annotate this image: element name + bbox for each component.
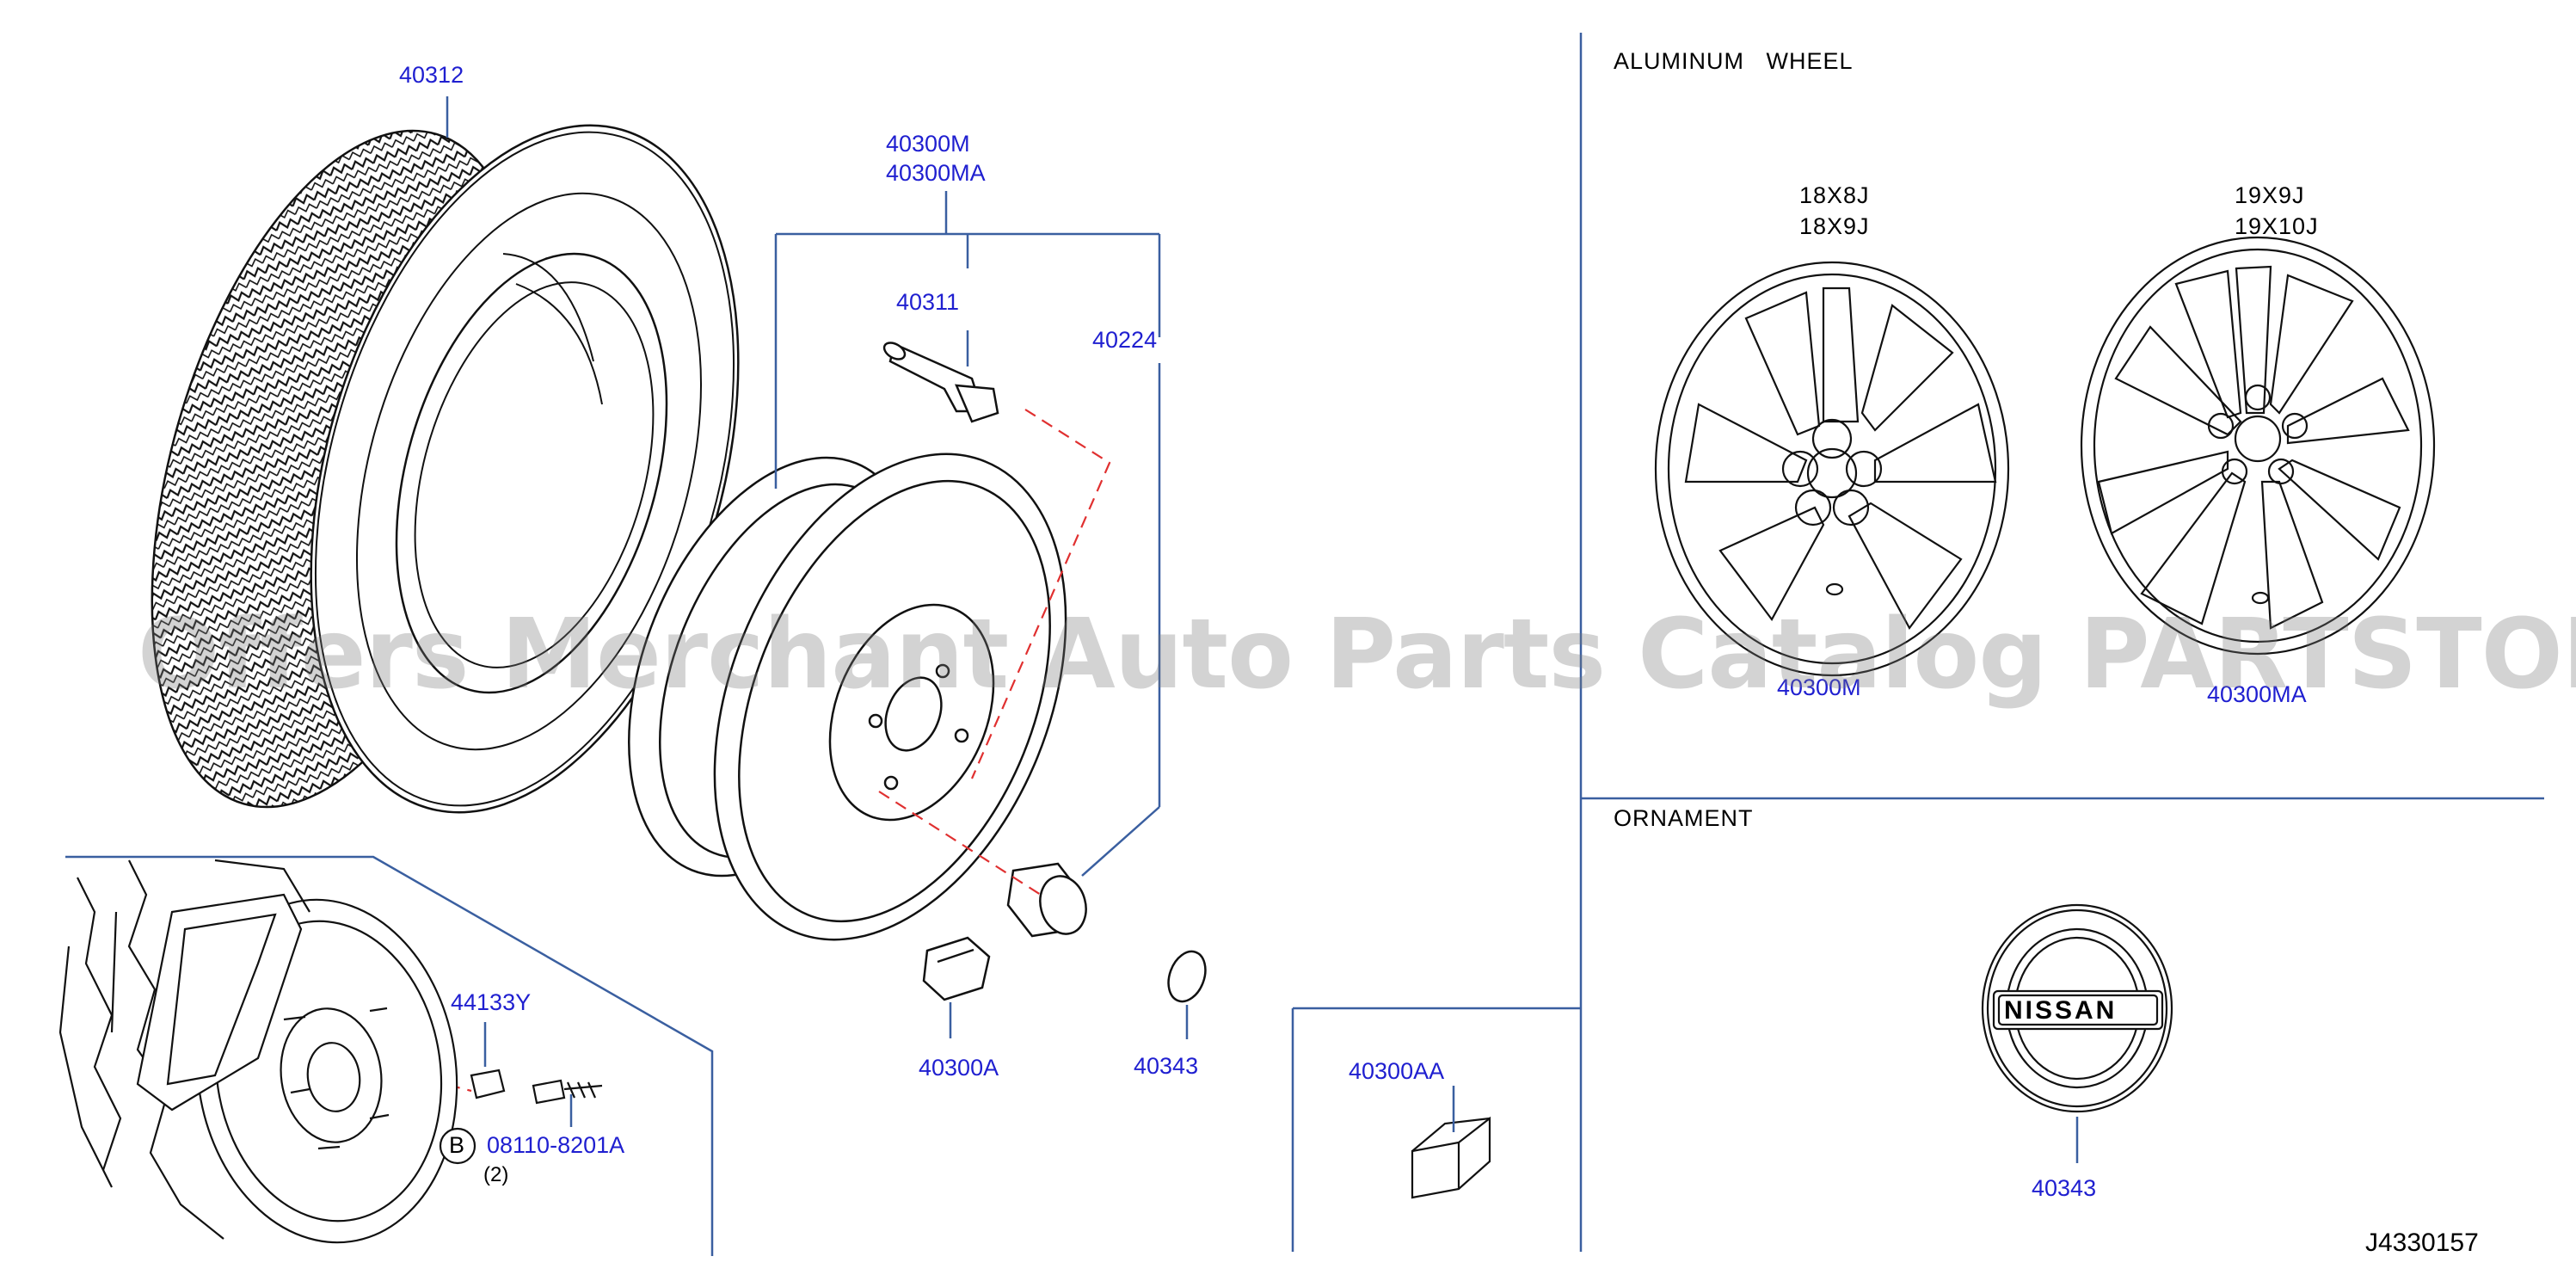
spacer-bolt-drawing [470, 1069, 603, 1105]
label-wheel-40300M[interactable]: 40300M [886, 131, 970, 157]
label-weight-40300AA[interactable]: 40300AA [1349, 1058, 1445, 1084]
label-ornament-40343[interactable]: 40343 [2032, 1175, 2097, 1201]
label-spacer-44133Y[interactable]: 44133Y [451, 989, 532, 1015]
wheel-drawing [628, 453, 1067, 941]
valve-drawing [882, 342, 999, 423]
label-weight-40300A[interactable]: 40300A [919, 1055, 999, 1081]
ornament-drawing [1981, 903, 2173, 1113]
alloy-wheel-18in-drawing [1654, 261, 2010, 677]
label-nut-40224[interactable]: 40224 [1092, 327, 1158, 353]
wheel-right-size-2: 19X10J [2235, 213, 2319, 239]
bolt-quantity: (2) [483, 1163, 509, 1186]
watermark-text: Offers Merchant Auto Parts Catalog PARTS… [138, 599, 2576, 711]
ornament-emblem-text: NISSAN [2004, 996, 2118, 1025]
section-title-ornament: ORNAMENT [1614, 805, 1754, 831]
cap-drawing [1167, 950, 1207, 1003]
label-cap-40343[interactable]: 40343 [1134, 1053, 1199, 1079]
weight-40300AA-drawing [1411, 1116, 1491, 1199]
bolt-symbol-letter: B [449, 1132, 465, 1158]
label-wheel-40300MA[interactable]: 40300MA [886, 160, 986, 186]
tire-drawing [151, 124, 740, 814]
label-alloy-40300M[interactable]: 40300M [1777, 674, 1861, 700]
wheel-left-size-1: 18X8J [1799, 182, 1870, 208]
diagram-code: J4330157 [2365, 1229, 2479, 1257]
lug-nut-drawing [1006, 862, 1087, 938]
hub-detail-drawing [58, 859, 458, 1244]
section-title-aluminum-wheel: ALUMINUM WHEEL [1614, 48, 1854, 74]
section-frame-lines [65, 33, 2544, 1256]
label-tire-40312[interactable]: 40312 [399, 62, 464, 88]
label-alloy-40300MA[interactable]: 40300MA [2207, 681, 2307, 707]
label-bolt-08110-8201A[interactable]: 08110-8201A [487, 1132, 625, 1158]
wheel-right-size-1: 19X9J [2235, 182, 2305, 208]
wheel-left-size-2: 18X9J [1799, 213, 1870, 239]
balance-weight-drawing [922, 936, 991, 1001]
alloy-wheel-19in-drawing [2080, 236, 2436, 656]
bolt-symbol-circle [439, 1127, 476, 1165]
label-valve-40311[interactable]: 40311 [896, 289, 960, 315]
blue-leader-lines [446, 96, 2079, 1163]
